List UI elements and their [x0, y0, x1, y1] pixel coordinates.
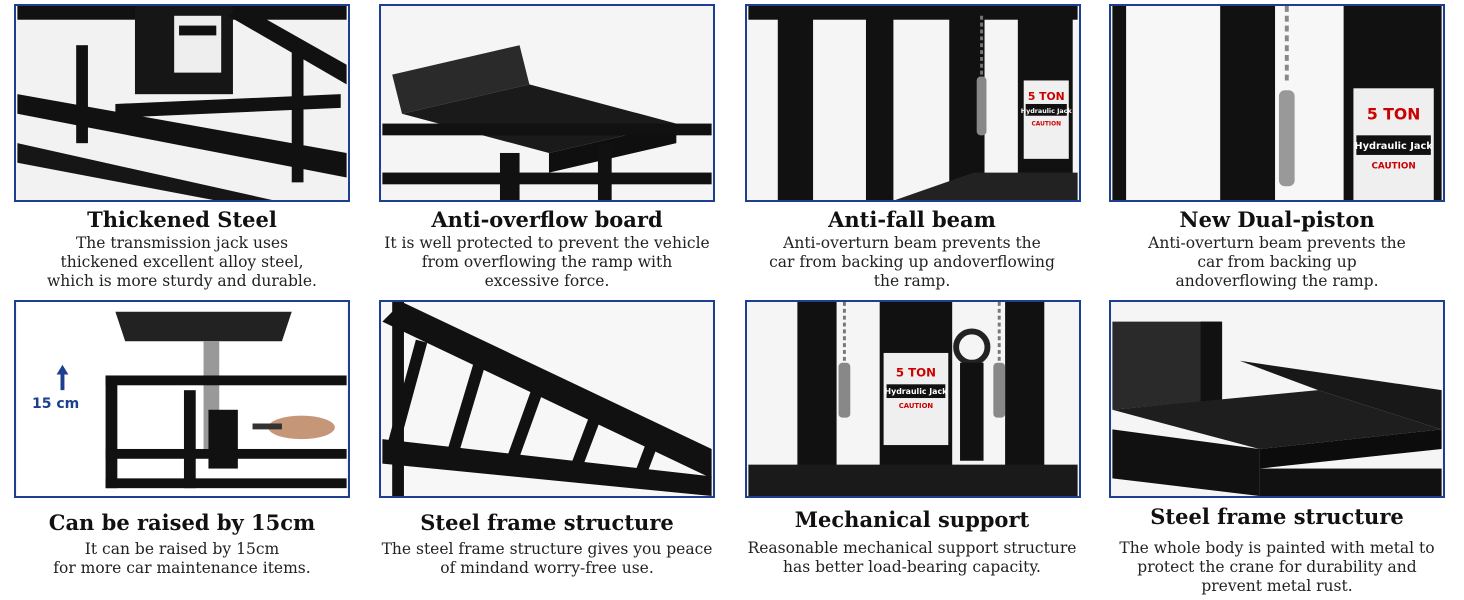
photo-raised-jack	[14, 300, 350, 498]
panel-description-line: It is well protected to prevent the vehi…	[384, 234, 710, 252]
panel-description-line: thickened excellent alloy steel,	[60, 253, 304, 271]
panel-description-line: The whole body is painted with metal to	[1119, 539, 1435, 557]
panel-description-line: of mindand worry-free use.	[440, 559, 654, 577]
panel-description: Anti-overturn beam prevents the car from…	[1095, 234, 1459, 291]
panel-description: Anti-overturn beam prevents the car from…	[730, 234, 1094, 291]
panel-description-line: prevent metal rust.	[1201, 577, 1353, 595]
panel-description-line: the ramp.	[873, 272, 951, 290]
jack-warning-text: CAUTION	[1032, 122, 1062, 128]
jack-warning-text: CAUTION	[899, 402, 934, 410]
panel-description-line: protect the crane for durability and	[1137, 558, 1417, 576]
photo-ladder-frame	[379, 300, 715, 498]
panel-description-line: has better load-bearing capacity.	[783, 558, 1041, 576]
panel-description: Reasonable mechanical support structure …	[730, 539, 1094, 577]
panel-description: It can be raised by 15cm for more car ma…	[0, 540, 364, 578]
panel-description-line: excessive force.	[484, 272, 610, 290]
photo-mechanical-support: 5 TON Hydraulic Jack CAUTION	[745, 300, 1081, 498]
panel-description-line: Anti-overturn beam prevents the	[1148, 234, 1406, 252]
jack-rating-text: 5 TON	[1367, 105, 1420, 124]
photo-thickened-steel	[14, 4, 350, 202]
jack-warning-text: CAUTION	[1371, 162, 1415, 172]
panel-description: It is well protected to prevent the vehi…	[365, 234, 729, 291]
raise-height-label: 15 cm	[32, 396, 80, 412]
panel-description-line: Reasonable mechanical support structure	[747, 539, 1077, 557]
jack-rating-text: 5 TON	[1028, 90, 1065, 103]
panel-title: Steel frame structure	[1150, 504, 1404, 529]
photo-painted-plate	[1109, 300, 1445, 498]
panel-description-line: Anti-overturn beam prevents the	[783, 234, 1041, 252]
panel-title: Can be raised by 15cm	[48, 510, 316, 535]
panel-description: The steel frame structure gives you peac…	[365, 540, 729, 578]
panel-description-line: The steel frame structure gives you peac…	[381, 540, 713, 558]
panel-title: New Dual-piston	[1179, 207, 1375, 232]
photo-anti-fall-beam: 5 TON Hydraulic Jack CAUTION	[745, 4, 1081, 202]
panel-description-line: for more car maintenance items.	[53, 559, 311, 577]
jack-name-text: Hydraulic Jack	[1354, 141, 1433, 152]
jack-name-text: Hydraulic Jack	[885, 387, 949, 396]
panel-description-line: andoverflowing the ramp.	[1175, 272, 1379, 290]
photo-dual-piston: 5 TON Hydraulic Jack CAUTION	[1109, 4, 1445, 202]
panel-description-line: from overflowing the ramp with	[421, 253, 673, 271]
panel-description-line: car from backing up	[1197, 253, 1357, 271]
panel-title: Anti-fall beam	[828, 207, 996, 232]
panel-description-line: It can be raised by 15cm	[84, 540, 280, 558]
panel-title: Thickened Steel	[87, 207, 277, 232]
panel-description-line: which is more sturdy and durable.	[47, 272, 317, 290]
panel-description-line: car from backing up andoverflowing	[769, 253, 1055, 271]
jack-name-text: Hydraulic Jack	[1021, 108, 1073, 115]
jack-rating-text: 5 TON	[896, 365, 936, 379]
panel-title: Mechanical support	[794, 507, 1030, 532]
panel-title: Steel frame structure	[420, 510, 674, 535]
panel-description: The whole body is painted with metal to …	[1095, 539, 1459, 596]
panel-title: Anti-overflow board	[431, 207, 663, 232]
photo-anti-overflow-board	[379, 4, 715, 202]
panel-description: The transmission jack uses thickened exc…	[0, 234, 364, 291]
panel-description-line: The transmission jack uses	[75, 234, 289, 252]
